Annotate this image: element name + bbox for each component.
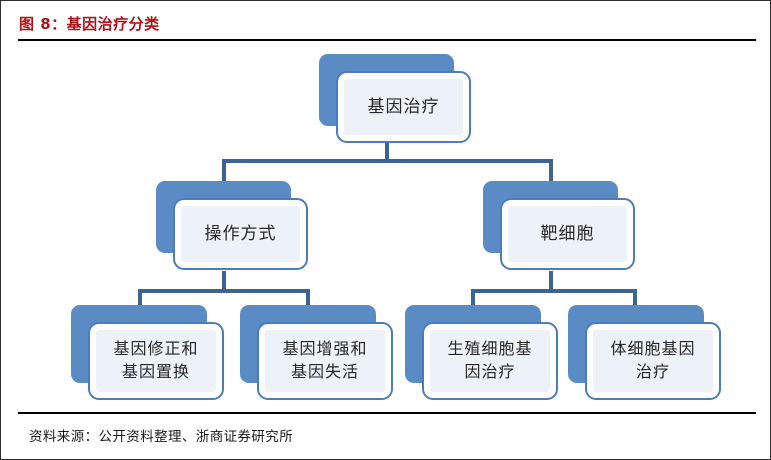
node-target-face: 靶细胞 [500, 198, 635, 270]
node-germline-therapy-inner: 生殖细胞基 因治疗 [430, 330, 550, 392]
node-method-inner: 操作方式 [181, 206, 300, 262]
node-root-label: 基因治疗 [367, 96, 440, 117]
node-germline-therapy-label: 生殖细胞基 因治疗 [447, 339, 533, 381]
node-gene-correction-face: 基因修正和 基因置换 [88, 322, 224, 400]
node-somatic-therapy[interactable]: 体细胞基因 治疗 [568, 305, 721, 400]
connector-method-bar [138, 289, 310, 293]
node-method[interactable]: 操作方式 [156, 181, 308, 270]
node-root[interactable]: 基因治疗 [319, 54, 471, 143]
page-title: 图 8：基因治疗分类 [19, 15, 160, 33]
node-somatic-therapy-face: 体细胞基因 治疗 [585, 322, 721, 400]
node-germline-therapy-face: 生殖细胞基 因治疗 [422, 322, 558, 400]
connector-method-drop-left [138, 289, 142, 305]
node-target[interactable]: 靶细胞 [483, 181, 635, 270]
org-chart-diagram: 基因治疗 操作方式 靶细胞 [1, 41, 770, 411]
node-gene-augmentation-face: 基因增强和 基因失活 [257, 322, 393, 400]
title-divider [18, 39, 756, 41]
connector-root-drop-right [549, 159, 553, 181]
node-gene-correction[interactable]: 基因修正和 基因置换 [71, 305, 224, 400]
connector-target-drop-left [471, 289, 475, 305]
node-gene-augmentation-inner: 基因增强和 基因失活 [265, 330, 385, 392]
connector-method-drop-right [306, 289, 310, 305]
connector-target-stem [549, 271, 553, 293]
node-gene-correction-inner: 基因修正和 基因置换 [96, 330, 216, 392]
node-gene-augmentation-label: 基因增强和 基因失活 [282, 339, 368, 381]
node-gene-correction-label: 基因修正和 基因置换 [113, 339, 199, 381]
node-root-face: 基因治疗 [336, 71, 471, 143]
node-method-face: 操作方式 [173, 198, 308, 270]
connector-target-drop-right [633, 289, 637, 305]
connector-target-bar [471, 289, 637, 293]
connector-root-bar [222, 159, 553, 163]
node-somatic-therapy-label: 体细胞基因 治疗 [610, 339, 696, 381]
node-method-label: 操作方式 [204, 223, 277, 244]
connector-root-drop-left [222, 159, 226, 181]
node-target-label: 靶细胞 [540, 223, 595, 244]
node-gene-augmentation[interactable]: 基因增强和 基因失活 [240, 305, 393, 400]
source-note: 资料来源：公开资料整理、浙商证券研究所 [29, 429, 294, 445]
node-germline-therapy[interactable]: 生殖细胞基 因治疗 [405, 305, 558, 400]
node-somatic-therapy-inner: 体细胞基因 治疗 [593, 330, 713, 392]
connector-root-stem [385, 141, 389, 163]
node-root-inner: 基因治疗 [344, 79, 463, 135]
connector-method-stem [222, 271, 226, 293]
node-target-inner: 靶细胞 [508, 206, 627, 262]
source-divider [18, 412, 756, 414]
